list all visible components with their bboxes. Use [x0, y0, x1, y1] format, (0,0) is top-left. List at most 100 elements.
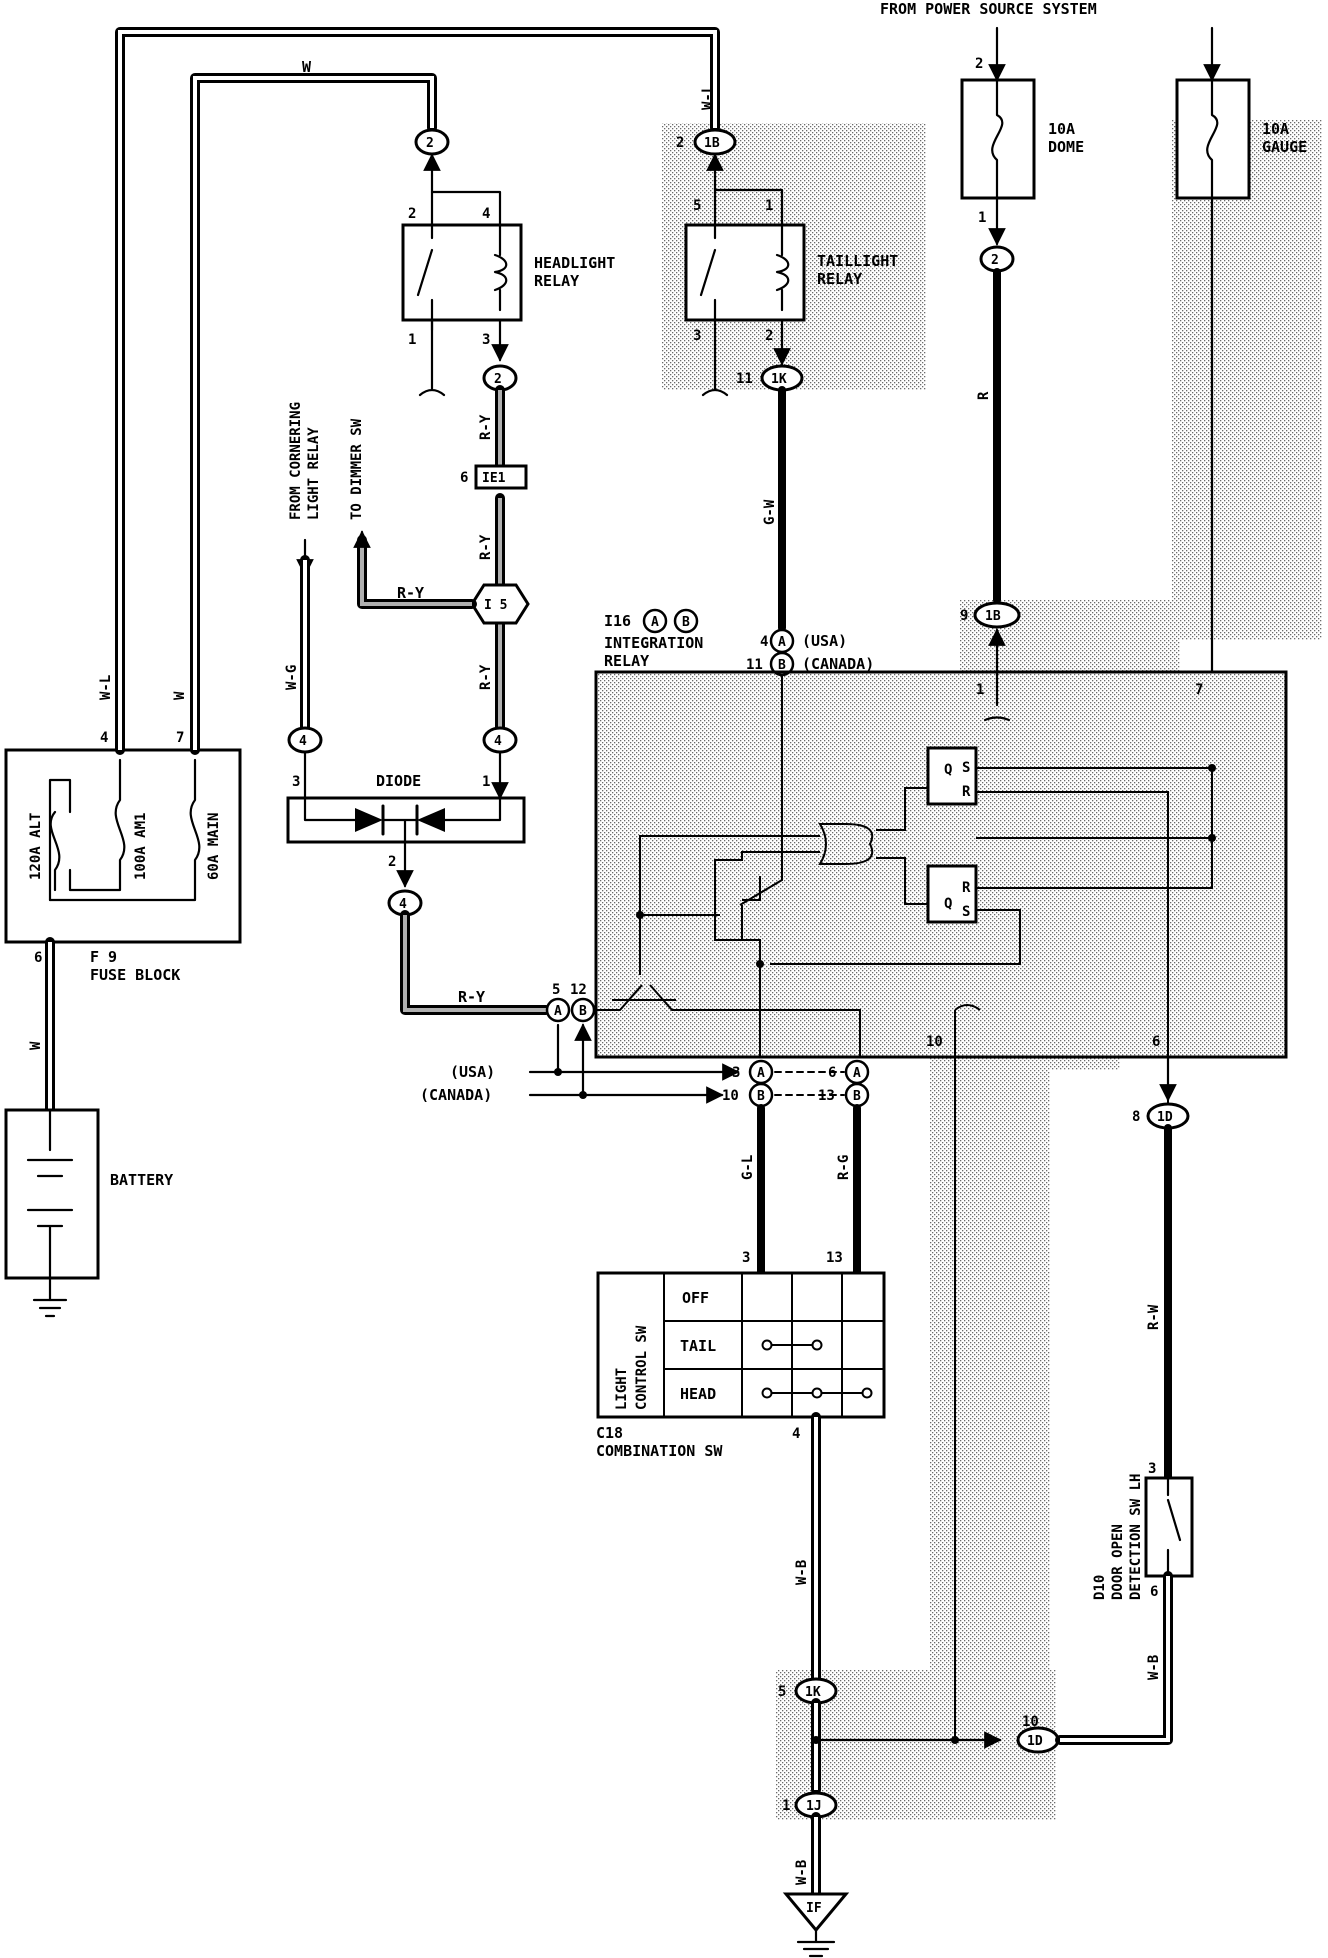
- battery-ground: [32, 1298, 68, 1318]
- ff-bot-q: Q: [944, 896, 952, 912]
- door-pin6: 6: [1150, 1584, 1158, 1600]
- integration-pin7: 7: [1195, 682, 1203, 698]
- diode-center: [381, 818, 419, 844]
- cs-b-left-label: B: [757, 1089, 765, 1104]
- diode-pin2: 2: [388, 854, 396, 870]
- cs-name: COMBINATION SW: [596, 1442, 723, 1460]
- door-id: D10: [1092, 1575, 1108, 1600]
- cornering-label-1: FROM CORNERING: [288, 402, 304, 520]
- headlight-conn-top-label: 2: [426, 136, 434, 151]
- integration-pin1: 1: [976, 682, 984, 698]
- taillight-relay-internals: [699, 188, 790, 322]
- ie1-label: IE1: [482, 471, 506, 486]
- headlight-relay-box: [401, 223, 523, 322]
- battery-label: BATTERY: [110, 1171, 173, 1189]
- conn-1k-top-label: 1K: [771, 372, 787, 387]
- diode-input-arrows: [303, 751, 500, 798]
- to-dimmer-label: TO DIMMER SW: [349, 418, 365, 520]
- country-dashes: [774, 1071, 845, 1096]
- headlight-pin4: 4: [482, 206, 490, 222]
- fuse-block-pin4: 4: [100, 730, 108, 746]
- rw-label: R-W: [1146, 1304, 1162, 1330]
- door-name-1: DOOR OPEN: [1110, 1524, 1126, 1600]
- headlight-pin1: 1: [408, 332, 416, 348]
- diode-label: DIODE: [376, 772, 421, 790]
- ff-top-q: Q: [944, 762, 952, 778]
- integration-internals: [581, 676, 1216, 1740]
- wb-door-wire-inner: [1060, 1576, 1170, 1742]
- conn-4-left-label: 4: [299, 734, 307, 749]
- battery-cells: [26, 1108, 74, 1302]
- integration-b-top-label: B: [778, 658, 786, 673]
- ry-wire-to-integration-inner: [403, 915, 546, 1012]
- integ-left-up-arrows: [556, 1025, 583, 1095]
- fuse-block: 120A ALT 100A AM1 60A MAIN: [4, 748, 242, 944]
- taillight-pin1: 1: [765, 198, 773, 214]
- headlight-pin3: 3: [482, 332, 490, 348]
- integration-pin6: 6: [1152, 1034, 1160, 1050]
- rg-label: R-G: [836, 1155, 852, 1180]
- conn-1b-right-label: 1B: [985, 609, 1001, 624]
- conn-1k-low-pin: 5: [778, 1684, 786, 1700]
- w-top-label: W: [302, 58, 312, 76]
- taillight-feed: [713, 173, 784, 227]
- integration-id: I16: [604, 612, 631, 630]
- integration-name-1: INTEGRATION: [604, 634, 703, 652]
- cs-pin3: 3: [742, 1250, 750, 1266]
- battery-box: [4, 1108, 100, 1280]
- dome-pin-out: 1: [978, 210, 986, 226]
- headlight-name-1: HEADLIGHT: [534, 254, 615, 272]
- if-ground-triangle: [782, 1892, 850, 1933]
- wb-label-2: W-B: [1146, 1655, 1162, 1680]
- w-wire: [190, 73, 437, 755]
- integration-conn-b: B: [682, 615, 690, 630]
- combination-switch: [596, 1271, 886, 1419]
- fuse-block-pin7: 7: [176, 730, 184, 746]
- if-ground-symbol: [796, 1928, 836, 1958]
- usa-dot: [554, 1068, 562, 1076]
- cs-pin4: 4: [792, 1426, 800, 1442]
- dome-connector-label: 2: [991, 253, 999, 268]
- conn-1k-top-pin: 11: [736, 371, 753, 387]
- headlight-relay-internals: [416, 190, 508, 332]
- battery-wire-label: W: [28, 1041, 44, 1050]
- usa-pin-l: 3: [732, 1065, 740, 1081]
- cs-row-head: HEAD: [680, 1385, 716, 1403]
- ie1-pin: 6: [460, 470, 468, 486]
- integration-pin5: 5: [552, 982, 560, 998]
- integration-name-2: RELAY: [604, 652, 649, 670]
- ry-label-3: R-Y: [478, 664, 494, 690]
- headlight-name-2: RELAY: [534, 272, 579, 290]
- integration-canada: (CANADA): [802, 655, 874, 673]
- taillight-relay-box: [684, 223, 806, 322]
- pin10-junction: [951, 1736, 959, 1744]
- gauge-rating: 10A: [1262, 120, 1289, 138]
- wb-label-3: W-B: [794, 1860, 810, 1885]
- cs-row-tail: TAIL: [680, 1337, 716, 1355]
- taillight-pin3: 3: [693, 328, 701, 344]
- conn-1d-low-label: 1D: [1027, 1734, 1043, 1749]
- fuse-block-id: F 9: [90, 948, 117, 966]
- row-canada: (CANADA): [420, 1086, 492, 1104]
- ff-bot-r: R: [962, 880, 971, 896]
- integ-a-left-label: A: [554, 1004, 562, 1019]
- diode-pin1: 1: [482, 774, 490, 790]
- conn-1j-label: 1J: [806, 1799, 822, 1814]
- cs-a-left-label: A: [757, 1066, 765, 1081]
- if-ground-label: IF: [806, 1901, 822, 1916]
- cs-row-off: OFF: [682, 1289, 709, 1307]
- ry-label-5: R-Y: [458, 988, 485, 1006]
- conn-1j-pin: 1: [782, 1798, 790, 1814]
- cs-pin13: 13: [826, 1250, 843, 1266]
- dome-name: DOME: [1048, 138, 1084, 156]
- fuse-block-pin6: 6: [34, 950, 42, 966]
- ie1-connector: [474, 464, 528, 490]
- door-name-2: DETECTION SW LH: [1128, 1474, 1144, 1600]
- ry-label-2: R-Y: [478, 534, 494, 560]
- dome-pin-in: 2: [975, 56, 983, 72]
- conn-1d-pin: 8: [1132, 1109, 1140, 1125]
- dome-fuse-element: [991, 78, 1004, 200]
- taillight-pin3-break: [701, 318, 729, 397]
- integ-pin1-break: [983, 716, 1011, 722]
- conn-1d-low-pin: 10: [1022, 1714, 1039, 1730]
